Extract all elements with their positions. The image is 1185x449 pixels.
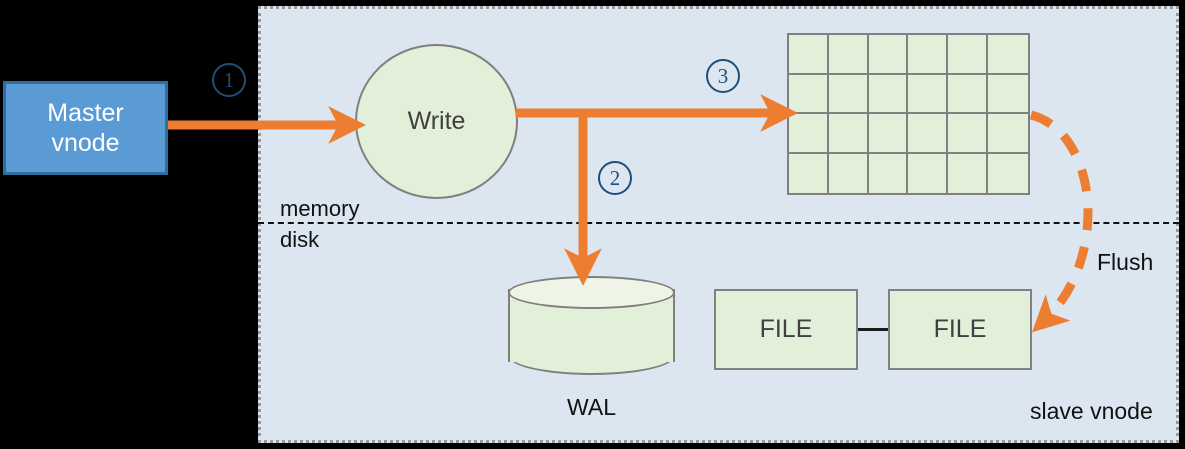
grid-cell — [789, 35, 829, 75]
wal-cylinder-top — [508, 276, 675, 309]
wal-cylinder — [508, 276, 675, 375]
grid-cell — [868, 153, 909, 193]
grid-cell — [868, 74, 909, 114]
file-box-1: FILE — [714, 289, 858, 370]
step-badge-2: 2 — [598, 161, 632, 195]
disk-label: disk — [280, 227, 320, 252]
memory-label: memory — [280, 196, 360, 221]
grid-cell — [948, 114, 989, 154]
file-box-1-label: FILE — [759, 315, 813, 343]
grid-cell — [988, 153, 1028, 193]
grid-cell — [908, 74, 949, 114]
grid-cell — [948, 74, 989, 114]
master-vnode-box: Master vnode — [3, 81, 168, 175]
grid-cell — [988, 114, 1028, 154]
memory-table-grid — [787, 33, 1030, 195]
grid-cell — [948, 35, 989, 75]
write-node: Write — [355, 44, 518, 199]
grid-cell — [908, 114, 949, 154]
grid-cell — [789, 114, 829, 154]
flush-label: Flush — [1097, 249, 1154, 275]
grid-cell — [828, 114, 869, 154]
grid-cell — [828, 74, 869, 114]
file-connector-line — [858, 328, 888, 331]
file-box-2-label: FILE — [933, 315, 987, 343]
grid-cell — [988, 35, 1028, 75]
slave-vnode-label: slave vnode — [1030, 398, 1153, 424]
grid-cell — [789, 153, 829, 193]
grid-cell — [868, 114, 909, 154]
grid-cell — [908, 35, 949, 75]
grid-cell — [988, 74, 1028, 114]
grid-cell — [908, 153, 949, 193]
grid-cell — [948, 153, 989, 193]
grid-cell — [868, 35, 909, 75]
grid-cell — [789, 74, 829, 114]
step-badge-3: 3 — [706, 59, 740, 93]
grid-cell — [828, 153, 869, 193]
wal-label: WAL — [567, 394, 616, 420]
write-node-label: Write — [407, 107, 466, 135]
master-vnode-label-line2: vnode — [51, 129, 120, 157]
file-box-2: FILE — [888, 289, 1032, 370]
master-vnode-label-line1: Master — [47, 98, 124, 127]
step-badge-1: 1 — [212, 63, 246, 97]
memory-disk-divider — [258, 222, 1179, 224]
grid-cell — [828, 35, 869, 75]
